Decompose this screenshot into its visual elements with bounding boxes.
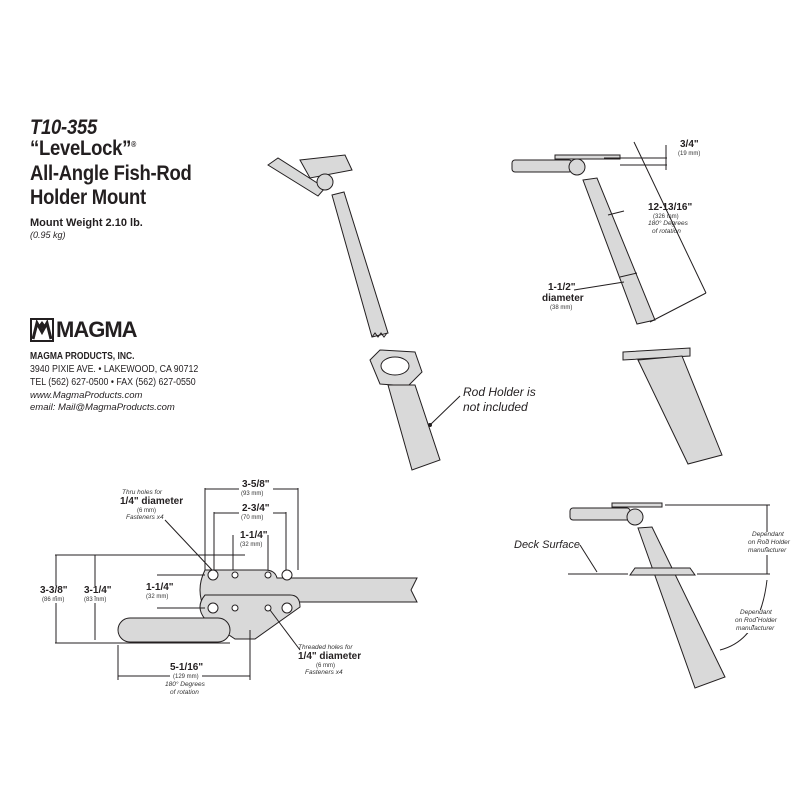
arm-length-dim: 5-1/16" <box>167 663 207 673</box>
top-view-drawing <box>55 488 418 680</box>
hole-spacing-mm: (32 mm) <box>146 594 169 600</box>
registered-mark: ® <box>131 140 137 149</box>
magma-logo-icon <box>30 318 54 342</box>
plate-thickness-mm: (19 mm) <box>678 151 701 157</box>
logo-text: MAGMA <box>56 317 138 342</box>
rod-holder-note-line2: not included <box>463 400 528 414</box>
plate-thickness-dim: 3/4" <box>680 139 699 150</box>
thru-holes-line4: Fasteners x4 <box>126 514 164 521</box>
arm-length-mm: (129 mm) <box>170 674 202 680</box>
dependant-2-line2: on Rod Holder <box>735 617 777 625</box>
dependant-1-line2: on Rod Holder <box>748 539 790 547</box>
top-rotation-line2: of rotation <box>170 689 199 696</box>
mount-exploded-drawing <box>267 154 389 338</box>
diameter-label: diameter <box>542 293 584 304</box>
company-email[interactable]: email: Mail@MagmaProducts.com <box>30 402 175 413</box>
length-mm: (326 mm) <box>653 214 679 220</box>
threaded-holes-line2: 1/4" diameter <box>298 651 362 662</box>
installed-view-drawing <box>568 502 770 689</box>
side-rotation-line2: of rotation <box>652 228 681 235</box>
dependant-2-line1: Dependant <box>740 609 772 617</box>
thru-holes-line2: 1/4" diameter <box>120 496 184 507</box>
thru-holes-line3: (6 mm) <box>137 508 156 514</box>
company-address: 3940 PIXIE AVE. • LAKEWOOD, CA 90712 <box>30 364 199 375</box>
mount-weight: Mount Weight 2.10 lb. <box>30 217 143 229</box>
rod-holder-note-line1: Rod Holder is <box>463 385 536 399</box>
threaded-holes-line3: (6 mm) <box>316 663 335 669</box>
model-number: T10-355 <box>30 116 97 139</box>
diameter-dim: 1-1/2" <box>548 282 576 293</box>
side-view-drawing <box>511 141 723 465</box>
product-name-brand: “LeveLock”® <box>30 138 136 159</box>
company-phone: TEL (562) 627-0500 • FAX (562) 627-0550 <box>30 377 196 388</box>
dependant-1-line1: Dependant <box>752 531 784 539</box>
thru-holes-line1: Thru holes for <box>122 489 163 496</box>
dependant-2-line3: manufacturer <box>736 625 775 633</box>
dependant-1-line3: manufacturer <box>748 547 787 555</box>
width-inner-dim: 1-1/4" <box>240 530 268 541</box>
side-rotation-line1: 180° Degrees <box>648 220 688 227</box>
width-outer-dim: 3-5/8" <box>239 480 273 490</box>
width-outer-mm: (93 mm) <box>241 491 264 497</box>
width-inner-mm: (32 mm) <box>240 542 263 548</box>
mount-weight-metric: (0.95 kg) <box>30 230 66 240</box>
height-total-mm: (86 mm) <box>42 597 65 603</box>
top-rotation-line1: 180° Degrees <box>165 681 205 688</box>
diameter-mm: (38 mm) <box>550 305 573 311</box>
brand-name: “LeveLock” <box>30 137 132 160</box>
width-mid-dim: 2-3/4" <box>239 504 273 514</box>
length-dim: 12-13/16" <box>648 202 693 213</box>
threaded-holes-line4: Fasteners x4 <box>305 669 343 676</box>
threaded-holes-line1: Threaded holes for <box>298 644 353 651</box>
height-body-mm: (83 mm) <box>84 597 107 603</box>
product-name-line2: All-Angle Fish-Rod <box>30 162 192 185</box>
width-mid-mm: (70 mm) <box>241 515 264 521</box>
company-website[interactable]: www.MagmaProducts.com <box>30 390 143 401</box>
product-name-line3: Holder Mount <box>30 186 146 209</box>
height-body-dim: 3-1/4" <box>84 585 112 596</box>
deck-surface-label: Deck Surface <box>514 539 581 551</box>
hole-spacing-dim: 1-1/4" <box>146 582 174 593</box>
magma-logo: MAGMA <box>30 317 138 342</box>
company-name: MAGMA PRODUCTS, INC. <box>30 351 135 362</box>
rod-holder-drawing <box>369 349 461 471</box>
height-total-dim: 3-3/8" <box>40 585 68 596</box>
